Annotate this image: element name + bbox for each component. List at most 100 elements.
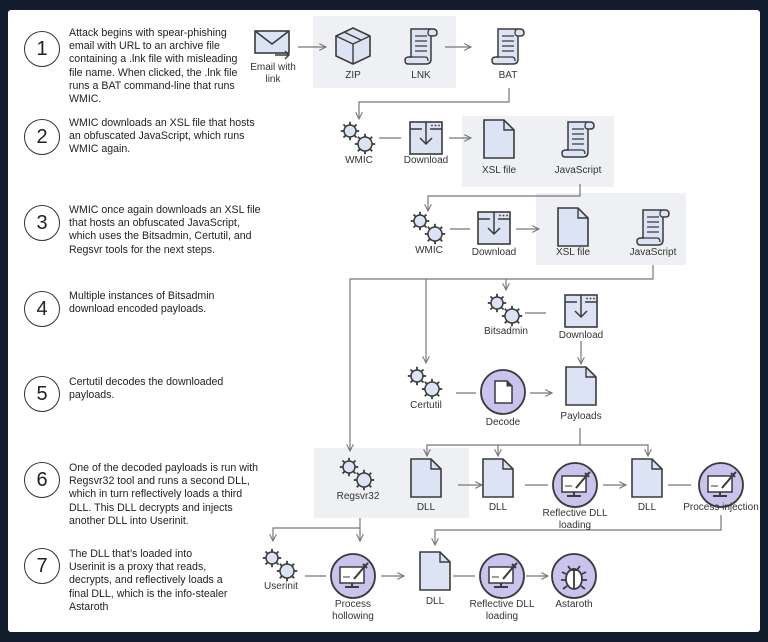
node-label: DLL <box>417 502 435 514</box>
node-label-line: Download <box>403 155 449 166</box>
step-description: Multiple instances of Bitsadmin download… <box>69 290 215 316</box>
node-label-line: Astaroth <box>555 599 593 610</box>
line-js2-split <box>350 265 654 451</box>
node-label-line: Reflective DLL <box>469 599 535 610</box>
node-label-line: Decode <box>485 417 521 428</box>
node-label-line: LNK <box>411 70 431 81</box>
node-label: XSL file <box>482 165 516 177</box>
step-number: 7 <box>24 548 60 584</box>
gears-icon <box>486 292 526 333</box>
file-icon <box>564 365 598 412</box>
node-label-line: WMIC <box>345 155 373 166</box>
node-label: LNK <box>411 70 430 82</box>
step-number: 2 <box>24 119 60 155</box>
node-label-line: XSL file <box>481 165 517 176</box>
node-label: DLL <box>638 502 656 514</box>
line-payloads-dll3 <box>580 444 648 456</box>
node-label: DLL <box>426 596 444 608</box>
download-window-icon <box>476 210 512 251</box>
node-label: ZIP <box>345 70 361 82</box>
step-number: 3 <box>24 205 60 241</box>
node-label-line: DLL <box>488 502 508 513</box>
scroll-icon <box>635 206 671 253</box>
node-label-line: Process <box>334 599 372 610</box>
file-icon <box>409 457 443 504</box>
scroll-icon <box>403 25 439 72</box>
node-label: Download <box>404 155 448 167</box>
file-icon <box>481 457 515 504</box>
gears-icon <box>338 456 378 497</box>
node-label: Bitsadmin <box>484 326 528 338</box>
panel-regsvr-dll <box>314 448 469 518</box>
file-icon <box>556 206 590 253</box>
node-label-line: loading <box>485 611 519 622</box>
monitor-syringe-icon <box>478 552 526 605</box>
node-label: Process injection <box>683 502 759 514</box>
node-label-line: Certutil <box>410 400 442 411</box>
monitor-syringe-icon <box>697 461 745 514</box>
node-label-line: Userinit <box>264 581 298 592</box>
step-number: 4 <box>24 291 60 327</box>
line-payloads-split <box>427 428 581 456</box>
scroll-icon <box>490 25 526 72</box>
node-label: JavaScript <box>555 165 602 177</box>
node-label: JavaScript <box>630 247 677 259</box>
node-label: Download <box>559 330 603 342</box>
bug-icon <box>550 552 598 605</box>
node-label: Download <box>472 247 516 259</box>
step-description: The DLL that’s loaded into Userinit is a… <box>69 548 228 613</box>
gears-icon <box>409 210 449 251</box>
line-regsvr-split <box>273 518 361 541</box>
monitor-syringe-icon <box>329 552 377 605</box>
node-label-line: Regsvr32 <box>336 491 380 502</box>
node-label: Decode <box>486 417 520 429</box>
file-icon <box>418 550 452 597</box>
node-label-line: Payloads <box>560 411 602 422</box>
gears-icon <box>339 120 379 161</box>
node-label-line: Download <box>471 247 517 258</box>
connector-lines <box>8 10 722 632</box>
file-icon <box>630 457 664 504</box>
diagram-card: 1 Attack begins with spear-phishing emai… <box>8 10 760 632</box>
node-label: DLL <box>489 502 507 514</box>
step-description: Attack begins with spear-phishing email … <box>69 27 238 106</box>
step-description: WMIC downloads an XSL file that hosts an… <box>69 117 255 156</box>
node-label-line: Reflective DLL <box>542 508 608 519</box>
box-icon <box>332 25 374 72</box>
line-bat-wmic1 <box>359 88 510 119</box>
node-label-line: WMIC <box>415 245 443 256</box>
step-number: 6 <box>24 462 60 498</box>
node-label: WMIC <box>415 245 443 257</box>
node-label-line: BAT <box>498 70 518 81</box>
node-label-line: hollowing <box>332 611 374 622</box>
file-icon <box>482 118 516 165</box>
node-label-line: DLL <box>425 596 445 607</box>
download-window-icon <box>563 293 599 334</box>
line-js1-wmic2 <box>428 184 581 211</box>
node-label: Astaroth <box>555 599 592 611</box>
monitor-syringe-icon <box>551 461 599 514</box>
node-label: Certutil <box>410 400 442 412</box>
download-window-icon <box>408 120 444 161</box>
node-label: Payloads <box>560 411 601 423</box>
node-label-line: ZIP <box>345 70 361 81</box>
node-label-line: Email with <box>250 62 296 73</box>
node-label: BAT <box>499 70 518 82</box>
envelope-icon <box>253 28 293 65</box>
node-label-line: Download <box>558 330 604 341</box>
scroll-icon <box>560 118 596 165</box>
node-label-line: loading <box>558 520 592 531</box>
node-label: XSL file <box>556 247 590 259</box>
node-label: Userinit <box>264 581 298 593</box>
gears-icon <box>261 547 301 588</box>
node-label: Regsvr32 <box>337 491 380 503</box>
line-inject-dll4 <box>435 515 722 545</box>
node-label: WMIC <box>345 155 373 167</box>
step-description: One of the decoded payloads is run with … <box>69 462 259 527</box>
node-label-line: JavaScript <box>554 165 602 176</box>
node-label-line: JavaScript <box>629 247 677 258</box>
